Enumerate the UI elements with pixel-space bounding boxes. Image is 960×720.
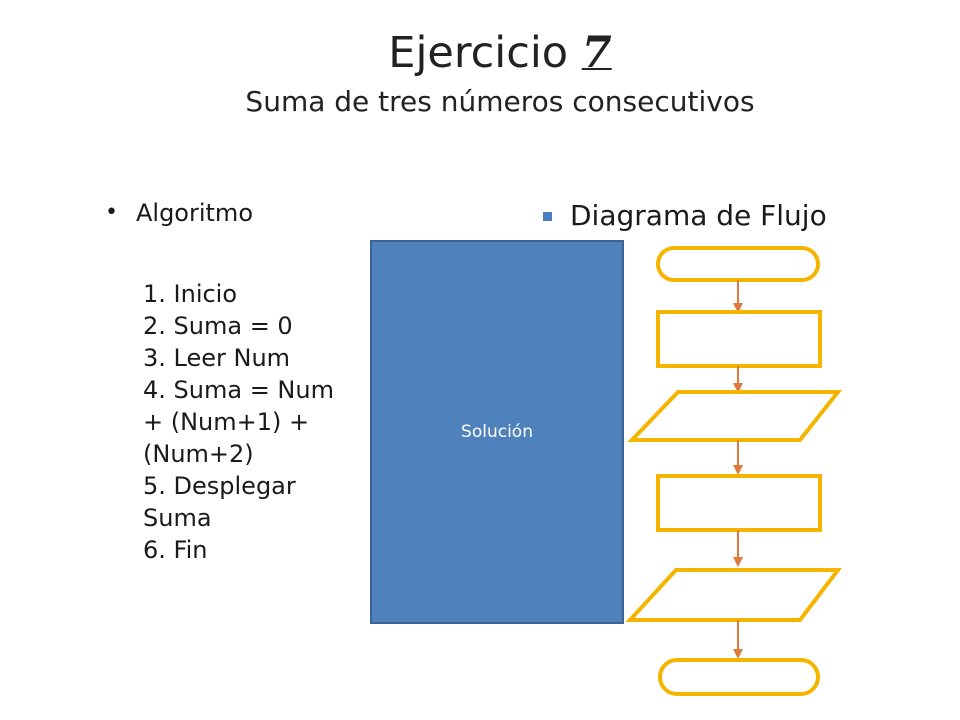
algorithm-label: Algoritmo xyxy=(135,199,253,227)
title-subtitle: Suma de tres números consecutivos xyxy=(245,85,755,118)
flowchart-heading: Diagrama de Flujo xyxy=(543,198,827,234)
slide-title: Ejercicio 7 Suma de tres números consecu… xyxy=(150,28,850,120)
flow-output-parallelogram xyxy=(625,568,843,622)
algorithm-steps: 1. Inicio 2. Suma = 0 3. Leer Num 4. Sum… xyxy=(143,278,385,566)
flowchart-diagram xyxy=(625,246,843,696)
flowchart-heading-label: Diagrama de Flujo xyxy=(570,199,827,232)
square-bullet-icon xyxy=(543,211,552,221)
title-main: Ejercicio 7 xyxy=(150,28,850,78)
step-line: (Num+2) xyxy=(143,440,254,468)
step-line: 3. Leer Num xyxy=(143,344,291,372)
flow-end-terminator xyxy=(658,658,820,696)
step-line: 4. Suma = Num xyxy=(143,376,334,404)
title-number: 7 xyxy=(581,28,612,78)
flow-input-parallelogram xyxy=(627,390,843,442)
flow-start-terminator xyxy=(656,246,820,282)
step-line: 2. Suma = 0 xyxy=(143,312,293,340)
step-line: 6. Fin xyxy=(143,536,208,564)
flow-process-box xyxy=(656,474,822,532)
algorithm-column: • Algoritmo 1. Inicio 2. Suma = 0 3. Lee… xyxy=(105,198,385,566)
solution-label: Solución xyxy=(461,422,533,442)
step-line: Suma xyxy=(143,504,212,532)
flow-process-box xyxy=(656,310,822,368)
algorithm-bullet: • Algoritmo xyxy=(105,198,385,228)
title-text: Ejercicio xyxy=(388,28,569,78)
step-line: + (Num+1) + xyxy=(143,408,310,436)
solution-reveal-box[interactable]: Solución xyxy=(370,240,624,624)
step-line: 5. Desplegar xyxy=(143,472,296,500)
step-line: 1. Inicio xyxy=(143,280,238,308)
bullet-dot-icon: • xyxy=(105,200,118,225)
